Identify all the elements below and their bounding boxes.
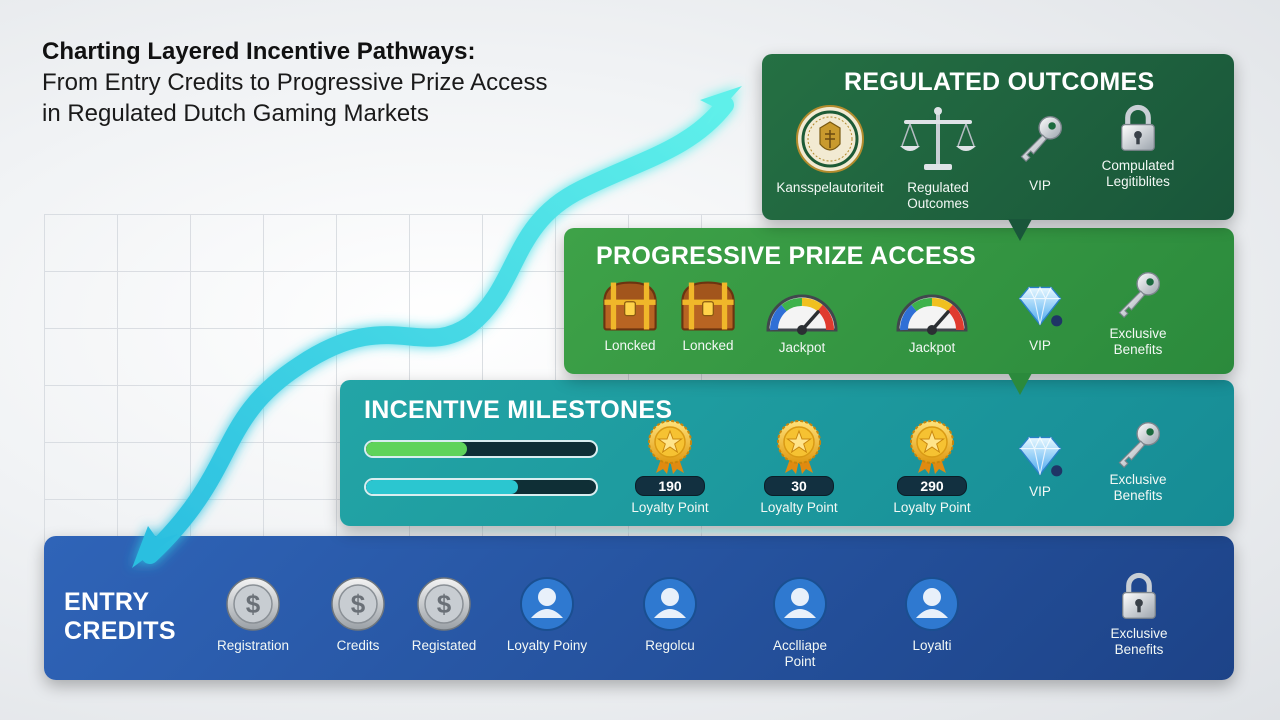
tier-item: Registated xyxy=(384,576,504,654)
user-icon xyxy=(520,577,574,631)
scales-icon xyxy=(899,106,977,171)
loyalty-value-pill: 290 xyxy=(897,476,967,496)
tier-item-label: Credits xyxy=(336,638,380,653)
user-icon xyxy=(643,577,697,631)
title-block: Charting Layered Incentive Pathways: Fro… xyxy=(42,36,682,129)
key-icon xyxy=(1118,421,1161,468)
tier-item: Registration xyxy=(193,576,313,654)
tier-item: VIP xyxy=(980,430,1100,500)
user-icon xyxy=(905,577,959,631)
gauge-icon xyxy=(762,282,842,338)
entry-credits-heading: ENTRY CREDITS xyxy=(64,588,176,646)
tier-item-label: Jackpot xyxy=(778,340,826,355)
tier-item-label: Registated xyxy=(411,638,477,653)
tier-item: Credits xyxy=(298,576,418,654)
seal-icon xyxy=(795,104,865,174)
prize-panel-pointer xyxy=(1008,373,1032,395)
tier-item: Kansspelautoriteit xyxy=(770,104,890,196)
green-progress-bar xyxy=(364,440,598,458)
diamond-icon xyxy=(1018,286,1063,328)
medal-icon xyxy=(910,420,954,474)
tier-item-label: Loyalty Point xyxy=(760,500,838,515)
pathway-arrowhead-up xyxy=(700,86,742,126)
tier-item: Loyalti xyxy=(872,576,992,654)
user-icon xyxy=(773,577,827,631)
medal-icon xyxy=(777,420,821,474)
tier-item-label: Registration xyxy=(216,638,290,653)
milestone-glow-line xyxy=(330,529,1230,533)
coin-icon xyxy=(417,577,471,631)
outcomes-panel-pointer xyxy=(1008,219,1032,241)
key-icon xyxy=(1020,115,1063,162)
title-line-3: in Regulated Dutch Gaming Markets xyxy=(42,100,429,127)
tier-item-label: Loyalty Poiny xyxy=(506,638,588,653)
coin-icon xyxy=(331,577,385,631)
loyalty-value-pill: 30 xyxy=(764,476,834,496)
tier-item-label: Loyalty Point xyxy=(893,500,971,515)
tier-item-label: Loyalti xyxy=(912,638,952,653)
entry-heading-line-2: CREDITS xyxy=(64,617,176,645)
tier-item: Jackpot xyxy=(872,282,992,356)
medal-icon xyxy=(648,420,692,474)
teal-progress-bar xyxy=(364,478,598,496)
tier-item-label: VIP xyxy=(1029,484,1051,499)
entry-heading-line-1: ENTRY xyxy=(64,588,150,616)
title-line-1: Charting Layered Incentive Pathways: xyxy=(42,38,476,65)
tier-item-label: VIP xyxy=(1029,338,1051,353)
coin-icon xyxy=(226,577,280,631)
tier-item: Loyalty Poiny xyxy=(487,576,607,654)
diamond-icon xyxy=(1018,436,1063,478)
loyalty-value-pill: 190 xyxy=(635,476,705,496)
entry-credits-panel: ENTRY CREDITS Registration Credits Regista… xyxy=(44,536,1234,680)
tier-item-label: Loyalty Point xyxy=(631,500,709,515)
regulated-outcomes-heading: REGULATED OUTCOMES xyxy=(844,68,1155,96)
tier-item: Regolcu xyxy=(610,576,730,654)
treasure-chest-icon xyxy=(681,281,735,331)
title-line-2: From Entry Credits to Progressive Prize … xyxy=(42,69,548,96)
tier-item-label: Regolcu xyxy=(645,638,695,653)
regulated-outcomes-panel: REGULATED OUTCOMES Kansspelautoriteit Reg… xyxy=(762,54,1234,220)
green-progress-fill xyxy=(366,442,468,456)
tier-item: VIP xyxy=(980,112,1100,194)
teal-progress-fill xyxy=(366,480,518,494)
tier-item: VIP xyxy=(980,280,1100,354)
tier-item-label: Kansspelautoriteit xyxy=(776,180,884,195)
tier-item-label: VIP xyxy=(1029,178,1051,193)
lock-icon xyxy=(1115,572,1163,620)
tier-item-label: Jackpot xyxy=(908,340,956,355)
progressive-prize-heading: PROGRESSIVE PRIZE ACCESS xyxy=(596,242,976,270)
gauge-icon xyxy=(892,282,972,338)
tier-item: Jackpot xyxy=(742,282,862,356)
key-icon xyxy=(1118,271,1161,318)
lock-icon xyxy=(1114,104,1162,152)
